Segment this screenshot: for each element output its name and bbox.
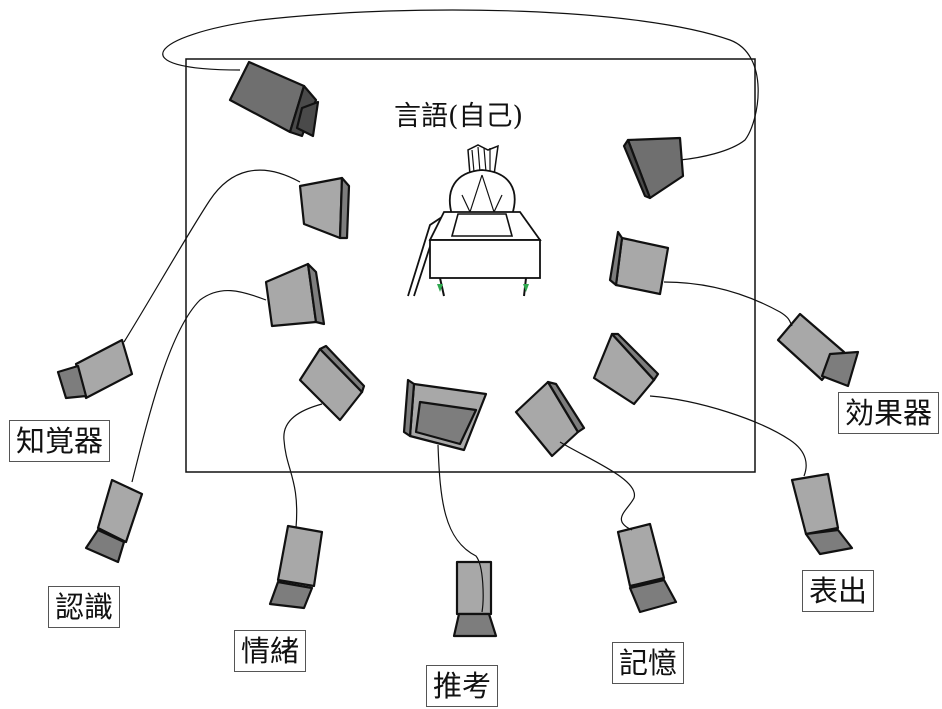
room-title: 言語(自己) <box>394 94 523 133</box>
wire-effector <box>664 282 792 326</box>
monitor-right-1 <box>610 232 668 294</box>
camera-expression <box>792 474 852 554</box>
camera-memory <box>618 524 676 612</box>
wire-emotion <box>284 404 322 528</box>
monitor-left-2 <box>266 264 324 326</box>
monitor-expression <box>594 334 658 404</box>
wire-cognition <box>132 291 266 482</box>
monitor-top-left <box>230 62 318 136</box>
camera-effector <box>778 314 858 386</box>
camera-perception <box>58 340 132 398</box>
label-expression: 表出 <box>802 570 874 612</box>
label-effector: 効果器 <box>838 392 939 434</box>
label-perception: 知覚器 <box>9 420 110 462</box>
monitor-left-1 <box>300 178 349 238</box>
label-emotion: 情緒 <box>234 630 306 672</box>
camera-reasoning <box>454 562 496 636</box>
monitor-emotion <box>300 346 364 420</box>
wire-memory <box>560 442 634 530</box>
wire-expression <box>650 396 806 476</box>
camera-cognition <box>86 480 142 562</box>
monitor-top-right <box>624 138 683 198</box>
label-memory: 記憶 <box>612 642 684 684</box>
label-cognition: 認識 <box>48 586 120 628</box>
camera-emotion <box>270 526 322 608</box>
homunculus-figure <box>408 145 540 296</box>
monitor-reasoning <box>404 380 486 450</box>
label-reasoning: 推考 <box>426 665 498 707</box>
monitor-memory <box>516 382 584 456</box>
